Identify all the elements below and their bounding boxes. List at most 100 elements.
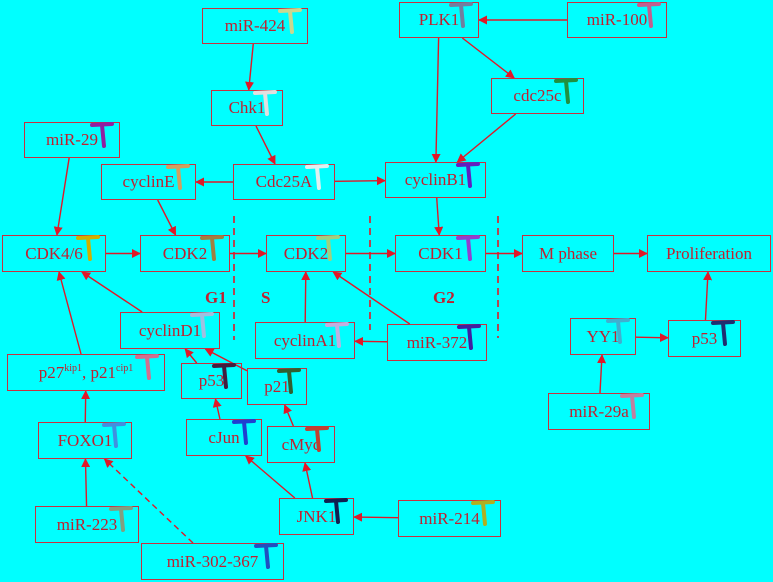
- chk1-node: Chk1: [211, 90, 283, 126]
- edge-yy1-to-p53b: [635, 333, 669, 343]
- inhibitor-t-icon: [325, 322, 349, 348]
- node-label: miR-100: [586, 10, 648, 29]
- cycline-node: cyclinE: [101, 164, 196, 200]
- proliferation-node: Proliferation: [647, 235, 771, 272]
- edge-mir372-to-cdk2b: [332, 271, 411, 325]
- phase-label-s: S: [261, 288, 271, 307]
- inhibitor-t-icon: [305, 164, 329, 190]
- cyclind1-node: cyclinD1: [120, 312, 220, 349]
- node-label: p53: [198, 371, 225, 390]
- edge-cyclind1-to-cdk46: [81, 271, 143, 313]
- inhibitor-t-icon: [200, 235, 224, 261]
- edge-mir223-to-foxo1: [81, 458, 91, 507]
- m-phase-node: M phase: [522, 235, 614, 272]
- cdc25c-node: cdc25c: [491, 78, 584, 114]
- p27-p21-node: p27kip1, p21cip1: [7, 354, 165, 391]
- inhibitor-t-icon: [324, 498, 348, 524]
- mir-100-node: miR-100: [567, 2, 667, 38]
- cdk4-6-node: CDK4/6: [2, 235, 106, 272]
- edge-p53b-to-proliferation: [703, 271, 713, 321]
- node-label: miR-424: [224, 16, 286, 35]
- inhibitor-t-icon: [278, 8, 302, 34]
- node-label: M phase: [538, 243, 598, 263]
- node-label: p53: [691, 328, 718, 348]
- node-label: cMyc: [281, 434, 321, 454]
- node-label: Chk1: [228, 98, 266, 117]
- node-label: cdc25c: [513, 86, 562, 105]
- edge-p53a-to-cyclind1: [184, 348, 198, 364]
- node-label: miR-372: [406, 332, 468, 352]
- inhibitor-t-icon: [606, 318, 630, 344]
- yy1-node: YY1: [570, 318, 636, 355]
- jnk1-node: JNK1: [279, 498, 354, 535]
- node-label: miR-29a: [569, 401, 629, 421]
- edge-mir29a-to-yy1: [597, 354, 607, 394]
- node-label: CDK2: [162, 243, 208, 263]
- node-label: Proliferation: [666, 243, 752, 263]
- inhibitor-t-icon: [456, 162, 480, 188]
- cjun-node: cJun: [186, 419, 262, 456]
- mir-302-367-node: miR-302-367: [141, 543, 284, 580]
- node-label: cyclinB1: [404, 170, 467, 189]
- foxo1-node: FOXO1: [38, 422, 132, 459]
- cdc25a-node: Cdc25A: [233, 164, 335, 200]
- mir-424-node: miR-424: [202, 8, 308, 44]
- inhibitor-t-icon: [456, 235, 480, 261]
- inhibitor-t-icon: [90, 122, 114, 148]
- node-label: miR-302-367: [166, 551, 259, 571]
- edge-cdc25a-to-cyclinb1: [334, 176, 386, 186]
- inhibitor-t-icon: [449, 2, 473, 28]
- cyclinb1-node: cyclinB1: [385, 162, 486, 198]
- node-label: p27kip1, p21cip1: [38, 362, 134, 382]
- edge-mir302-to-foxo1: [103, 458, 194, 544]
- edge-cjun-to-p53a: [212, 398, 222, 420]
- inhibitor-t-icon: [254, 543, 278, 569]
- node-label: cyclinE: [122, 172, 175, 191]
- node-label: miR-223: [56, 514, 118, 534]
- edge-plk1-to-cdc25c: [461, 37, 515, 79]
- inhibitor-t-icon: [135, 354, 159, 380]
- inhibitor-t-icon: [471, 500, 495, 526]
- edge-plk1-to-cyclinb1: [431, 37, 441, 163]
- mir-214-node: miR-214: [398, 500, 501, 537]
- p21-node: p21: [247, 368, 307, 405]
- inhibitor-t-icon: [102, 422, 126, 448]
- node-label: cJun: [208, 427, 240, 447]
- node-label: YY1: [586, 326, 620, 346]
- node-label: FOXO1: [57, 430, 113, 450]
- inhibitor-t-icon: [620, 393, 644, 419]
- node-label: miR-29: [46, 130, 98, 149]
- inhibitor-t-icon: [305, 426, 329, 452]
- node-label: JNK1: [296, 506, 337, 526]
- edge-cyclina1-to-cdk2b: [301, 271, 311, 323]
- inhibitor-t-icon: [166, 164, 190, 190]
- edge-mir424-to-chk1: [245, 43, 255, 91]
- node-label: CDK2: [283, 243, 329, 263]
- edge-chk1-to-cdc25a: [255, 125, 276, 165]
- inhibitor-t-icon: [457, 324, 481, 350]
- edge-cdc25c-to-cyclinb1: [456, 113, 517, 163]
- phase-label-g1: G1: [205, 288, 227, 307]
- inhibitor-t-icon: [554, 78, 578, 104]
- inhibitor-t-icon: [232, 419, 256, 445]
- inhibitor-t-icon: [711, 320, 735, 346]
- node-label: Cdc25A: [255, 172, 313, 191]
- cdk1-node: CDK1: [395, 235, 486, 272]
- cyclina1-node: cyclinA1: [255, 322, 355, 359]
- edge-jnk1-to-cjun: [244, 455, 296, 499]
- cmyc-node: cMyc: [267, 426, 335, 463]
- node-label: PLK1: [418, 10, 460, 29]
- inhibitor-t-icon: [212, 363, 236, 389]
- edge-cyclinb1-to-cdk1: [434, 197, 444, 236]
- inhibitor-t-icon: [277, 368, 301, 394]
- cdk2-g1-node: CDK2: [140, 235, 230, 272]
- inhibitor-t-icon: [109, 506, 133, 532]
- edge-jnk1-to-cmyc: [302, 462, 314, 499]
- p53-node: p53: [181, 363, 242, 399]
- edge-mir214-to-jnk1: [353, 512, 399, 522]
- node-label: CDK4/6: [25, 243, 83, 263]
- edge-p27p21-to-cdk46: [56, 271, 82, 355]
- inhibitor-t-icon: [253, 90, 277, 116]
- node-label: p21: [264, 376, 290, 396]
- inhibitor-t-icon: [637, 2, 661, 28]
